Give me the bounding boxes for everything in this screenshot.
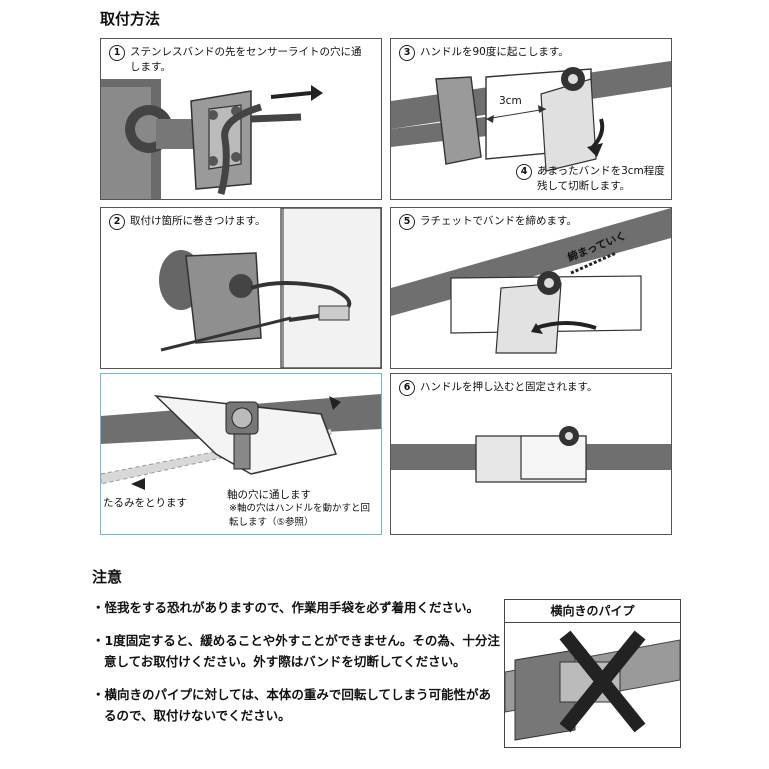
caution-item: 1度固定すると、緩めることや外すことができません。その為、十分注意してお取付けく… xyxy=(92,630,502,672)
install-title: 取付方法 xyxy=(100,10,161,28)
step-number: 6 xyxy=(399,380,415,396)
step-number: 1 xyxy=(109,45,125,61)
horizontal-pipe-box: 横向きのパイプ xyxy=(504,599,681,748)
step-2-text: 取付け箇所に巻きつけます。 xyxy=(130,215,266,227)
step-3-illustration xyxy=(391,61,671,172)
step-number: 2 xyxy=(109,214,125,230)
step-number: 3 xyxy=(399,45,415,61)
caution-list: 怪我をする恐れがありますので、作業用手袋を必ず着用ください。 1度固定すると、緩… xyxy=(92,597,502,738)
step-5-panel: 5 ラチェットでバンドを締めます。 締まっていく xyxy=(390,207,672,369)
step-number: 5 xyxy=(399,214,415,230)
three-cm-label: 3cm xyxy=(496,94,525,108)
step-number: 4 xyxy=(516,164,532,180)
step-4-text: あまったバンドを3cm程度残して切断します。 xyxy=(537,165,665,192)
slack-label: たるみをとります xyxy=(103,497,187,509)
side-box-title: 横向きのパイプ xyxy=(505,600,680,623)
caution-item: 怪我をする恐れがありますので、作業用手袋を必ず着用ください。 xyxy=(92,597,502,618)
step-2-illustration xyxy=(159,208,381,368)
step-2-panel: 2 取付け箇所に巻きつけます。 xyxy=(100,207,382,369)
axis-hole-label: 軸の穴に通します xyxy=(227,489,311,501)
caution-title: 注意 xyxy=(92,568,123,586)
step-5-text: ラチェットでバンドを締めます。 xyxy=(420,215,577,227)
step-3-text: ハンドルを90度に起こします。 xyxy=(420,46,569,58)
step-6-panel: 6 ハンドルを押し込むと固定されます。 xyxy=(390,373,672,535)
step-6-text: ハンドルを押し込むと固定されます。 xyxy=(420,381,598,393)
caution-item: 横向きのパイプに対しては、本体の重みで回転してしまう可能性があるので、取付けない… xyxy=(92,684,502,726)
step-1-text: ステンレスバンドの先をセンサーライトの穴に通します。 xyxy=(130,46,362,73)
horizontal-pipe-illustration xyxy=(505,630,680,741)
step-6-illustration xyxy=(391,426,671,483)
step-3-panel: 3 ハンドルを90度に起こします。 3cm 4 あまったバンドを3cm程度残して… xyxy=(390,38,672,200)
step-5-illustration xyxy=(391,208,671,354)
step-1-illustration xyxy=(101,79,323,199)
detail-illustration xyxy=(101,394,381,490)
detail-panel: たるみをとります 軸の穴に通します ※軸の穴はハンドルを動かすと回転します（⑤参… xyxy=(100,373,382,535)
step-1-panel: 1 ステンレスバンドの先をセンサーライトの穴に通します。 xyxy=(100,38,382,200)
axis-hole-note: ※軸の穴はハンドルを動かすと回転します（⑤参照） xyxy=(229,503,370,528)
